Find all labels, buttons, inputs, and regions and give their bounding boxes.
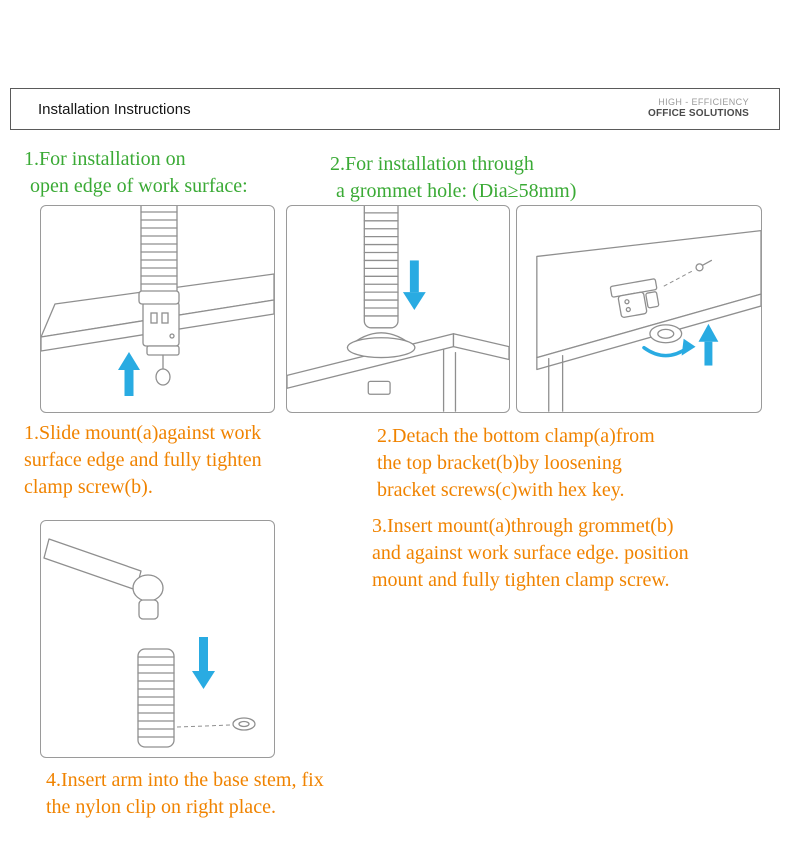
cable-spine-column: [363, 206, 399, 329]
step-1-text: 1.Slide mount(a)against work surface edg…: [24, 420, 262, 501]
header-bar: Installation Instructions HIGH - EFFICIE…: [10, 88, 780, 130]
step-line: mount and fully tighten clamp screw.: [372, 569, 670, 591]
down-arrow-icon: [402, 260, 426, 310]
step-line: bracket screws(c)with hex key.: [377, 479, 625, 501]
step-line: clamp screw(b).: [24, 476, 153, 498]
diagram-grommet-mount: [286, 205, 510, 413]
clamp-mount: [138, 290, 180, 386]
page-title: Installation Instructions: [38, 100, 191, 118]
heading-line: a grommet hole: (Dia≥58mm): [336, 180, 577, 202]
diagram-1-art: [41, 206, 274, 396]
bracket-screw-icon: [663, 259, 713, 287]
heading-line: open edge of work surface:: [30, 175, 248, 197]
base-stem-column: [137, 648, 175, 748]
step-line: the nylon clip on right place.: [46, 796, 276, 818]
step-line: surface edge and fully tighten: [24, 449, 262, 471]
step-2-text: 2.Detach the bottom clamp(a)from the top…: [377, 423, 655, 504]
step-3-text: 3.Insert mount(a)through grommet(b) and …: [372, 513, 689, 594]
brand-tagline: HIGH - EFFICIENCY: [658, 97, 749, 108]
heading-line: 2.For installation through: [330, 153, 534, 175]
diagram-clamp-mount-on-edge: [40, 205, 275, 413]
step-line: 3.Insert mount(a)through grommet(b): [372, 515, 674, 537]
brand-name: OFFICE SOLUTIONS: [648, 108, 749, 120]
step-line: 1.Slide mount(a)against work: [24, 422, 262, 444]
diagram-4-art: [43, 538, 256, 748]
nylon-clip: [176, 717, 256, 731]
heading-line: 1.For installation on: [24, 148, 186, 170]
top-bracket: [609, 278, 660, 318]
monitor-arm-line-art: [43, 538, 164, 620]
diagram-arm-into-stem: [40, 520, 275, 758]
step-line: and against work surface edge. position: [372, 542, 689, 564]
dome-base: [346, 332, 416, 359]
cable-spine-column: [140, 206, 178, 299]
section-heading-open-edge: 1.For installation on open edge of work …: [24, 146, 248, 200]
section-heading-grommet: 2.For installation through a grommet hol…: [330, 151, 576, 205]
desk-underside-line-art: [536, 229, 761, 412]
step-4-text: 4.Insert arm into the base stem, fix the…: [46, 767, 324, 821]
diagram-3-art: [536, 229, 761, 412]
rotate-arrow-icon: [642, 338, 696, 358]
diagram-under-desk-detail: [516, 205, 762, 413]
diagram-2-art: [287, 206, 509, 412]
step-line: the top bracket(b)by loosening: [377, 452, 622, 474]
step-line: 4.Insert arm into the base stem, fix: [46, 769, 324, 791]
up-arrow-icon: [698, 323, 719, 366]
down-arrow-icon: [192, 637, 215, 689]
bottom-clamp-piece: [649, 324, 683, 344]
up-arrow-icon: [118, 352, 140, 396]
step-line: 2.Detach the bottom clamp(a)from: [377, 425, 655, 447]
brand-block: HIGH - EFFICIENCY OFFICE SOLUTIONS: [648, 97, 749, 121]
